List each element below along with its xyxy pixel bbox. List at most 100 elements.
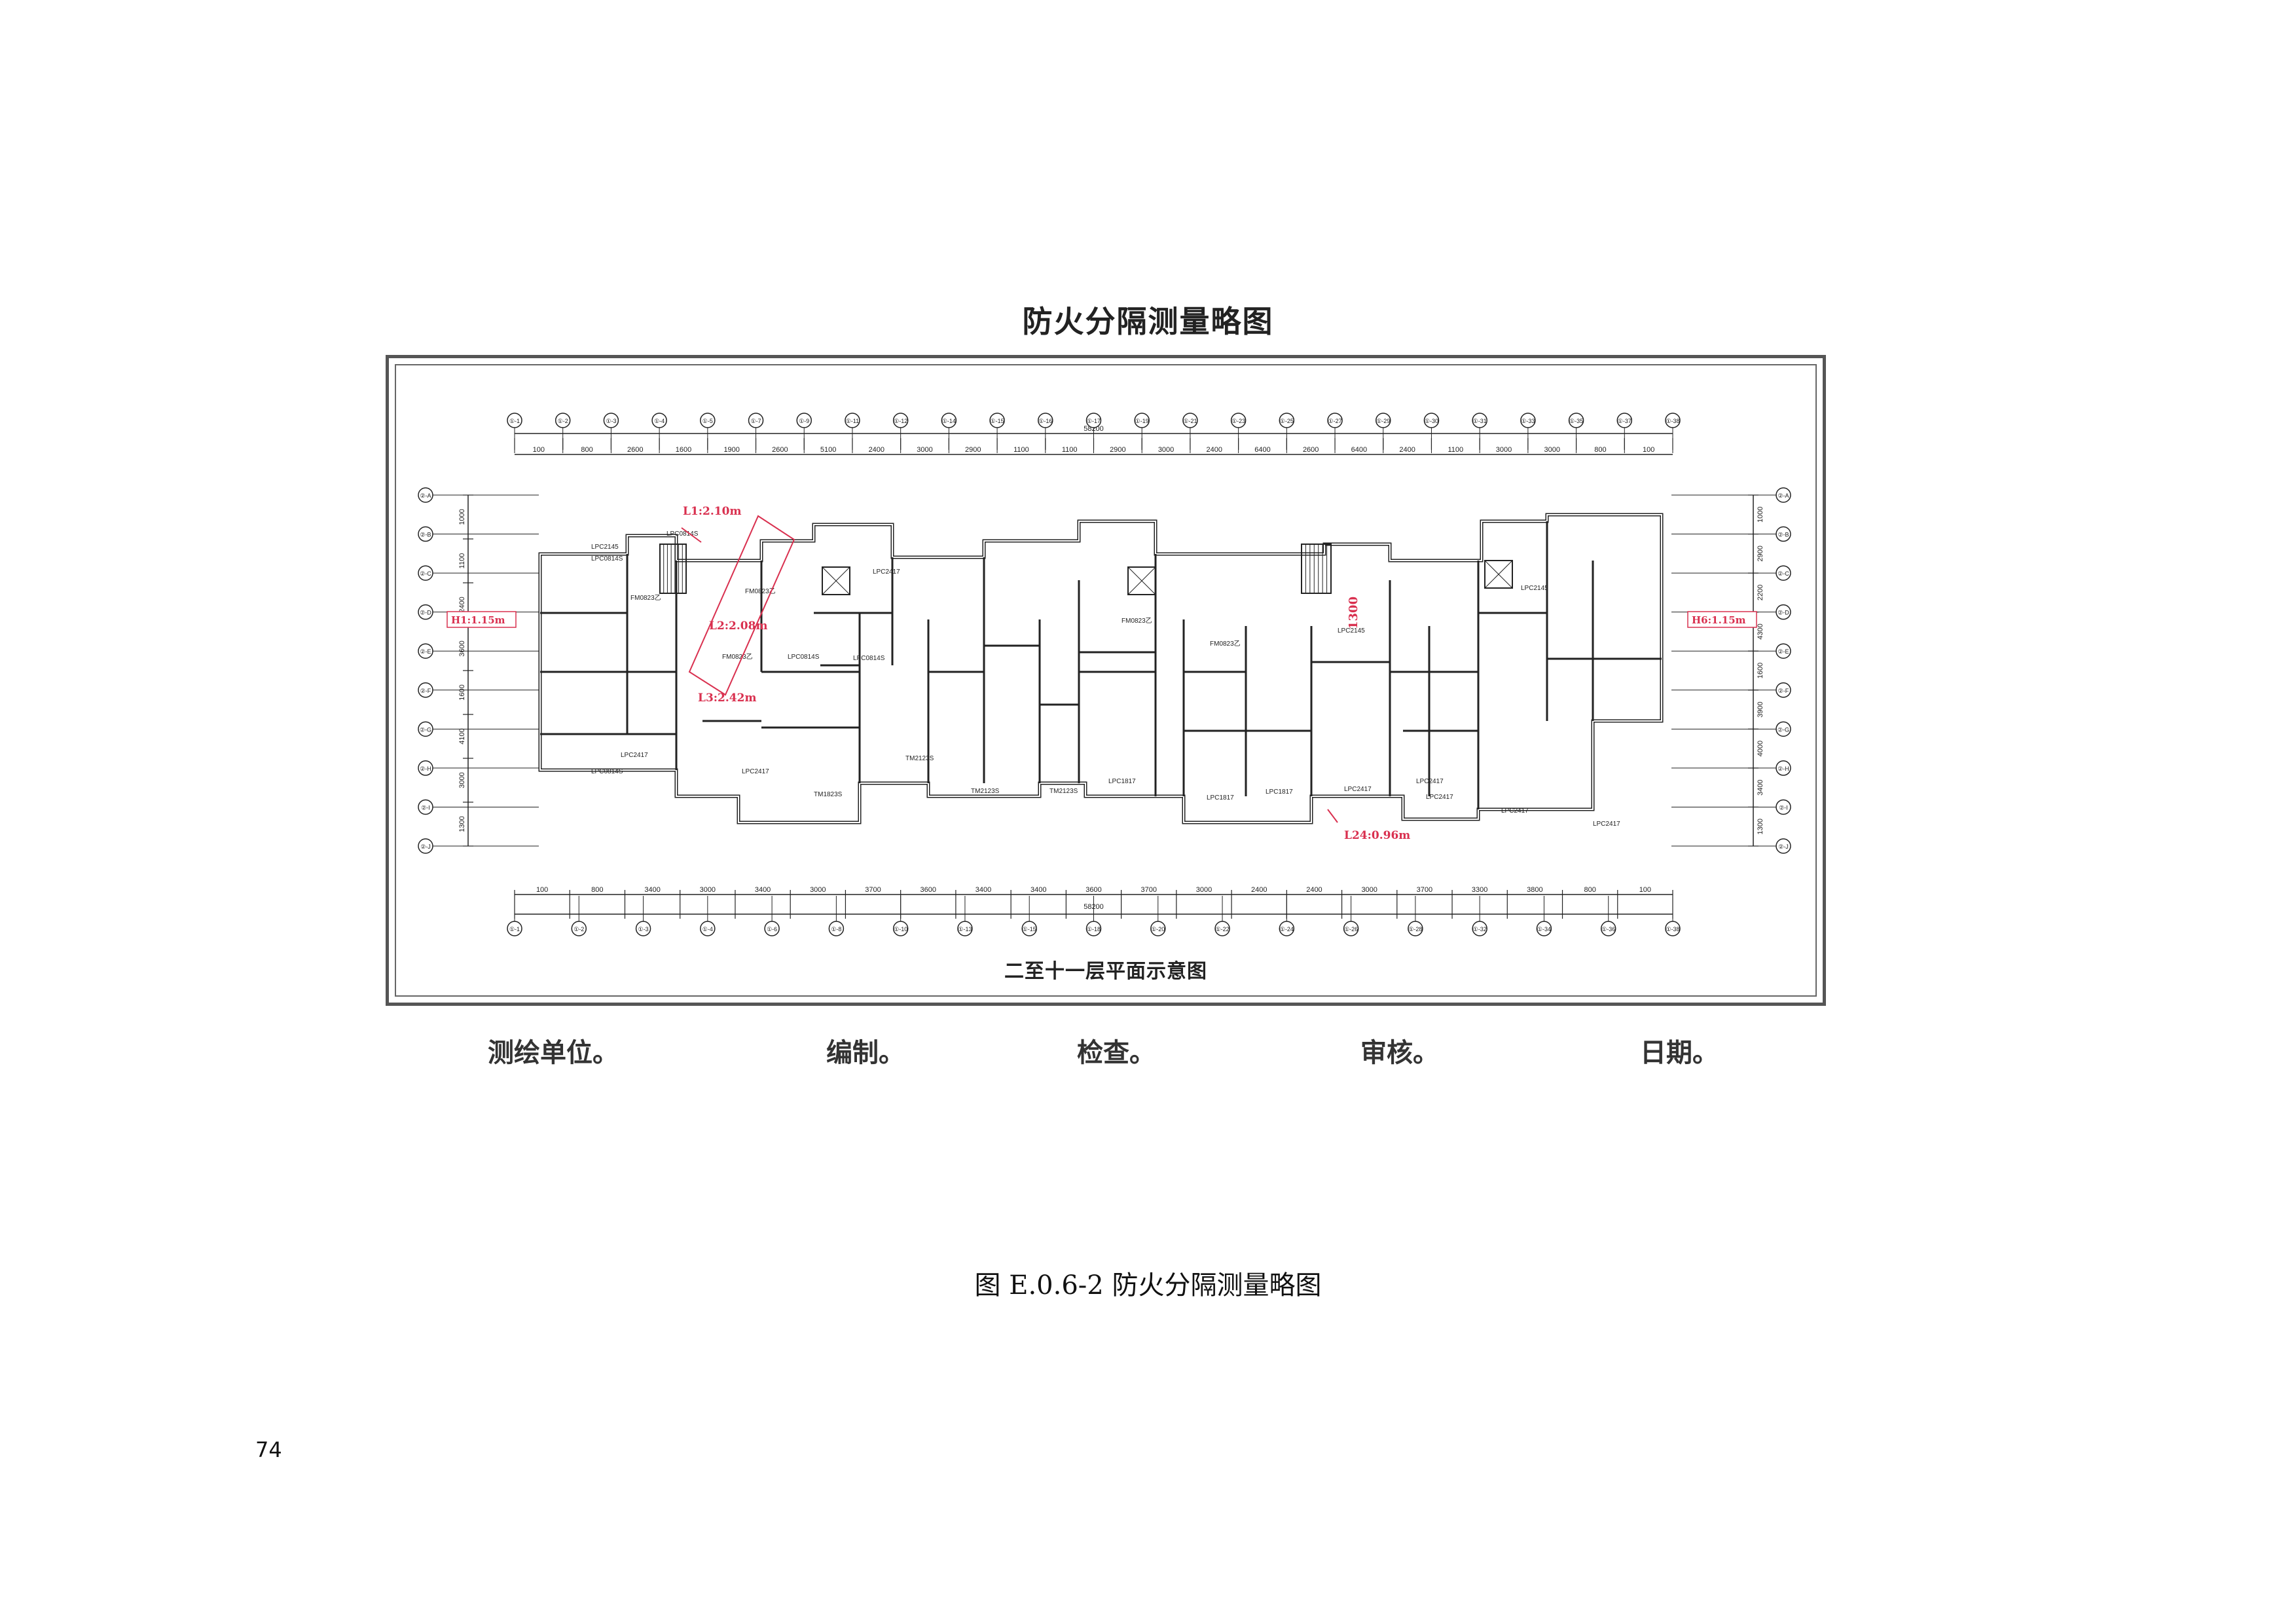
top-dimension-label: 3000 bbox=[1158, 446, 1174, 454]
top-dimension-label: 6400 bbox=[1351, 446, 1367, 454]
top-axis-label: ①-11 bbox=[846, 418, 859, 424]
room-label: FM0823乙 bbox=[630, 594, 661, 602]
bottom-axis-bubble bbox=[571, 921, 587, 936]
bottom-axis-label: ①-1 bbox=[509, 926, 520, 932]
top-axis-label: ①-9 bbox=[799, 418, 809, 424]
room-label: LPC1817 bbox=[1266, 788, 1293, 796]
right-dimension-axis-bubble bbox=[1776, 838, 1791, 854]
right-dimension-axis-bubble bbox=[1776, 565, 1791, 581]
room-label: LPC0814S bbox=[853, 655, 885, 662]
figure-caption: 图 E.0.6-2 防火分隔测量略图 bbox=[974, 1270, 1322, 1301]
room-label: LPC2417 bbox=[1344, 786, 1372, 793]
bottom-dimension-label: 3700 bbox=[1140, 886, 1156, 894]
mark-1300: 1300 bbox=[1347, 597, 1360, 629]
bottom-axis-bubble bbox=[828, 921, 845, 936]
bottom-axis-label: ①-38 bbox=[1666, 926, 1679, 932]
bottom-dimension-label: 3000 bbox=[700, 886, 716, 894]
elevator-shaft-2-cross bbox=[1127, 566, 1156, 595]
top-axis-bubble bbox=[1279, 413, 1295, 428]
right-dimension-axis-label: ②-A bbox=[1777, 492, 1789, 499]
bottom-axis-label: ①-22 bbox=[1216, 926, 1230, 932]
room-label: LPC1817 bbox=[1108, 778, 1136, 785]
h6-box bbox=[1687, 611, 1757, 628]
top-axis-bubble bbox=[1665, 413, 1681, 428]
left-dimension-axis-bubble bbox=[418, 604, 433, 620]
top-dimension-label: 5100 bbox=[820, 446, 836, 454]
top-axis-bubble bbox=[651, 413, 667, 428]
bottom-axis-bubble bbox=[957, 921, 973, 936]
right-dimension-axis-bubble bbox=[1776, 799, 1791, 815]
top-dimension-label: 800 bbox=[581, 446, 592, 454]
top-axis-label: ①-19 bbox=[1135, 418, 1149, 424]
room-label: TM2123S bbox=[1049, 788, 1078, 795]
right-dimension-label: 2200 bbox=[1757, 585, 1764, 600]
top-dimension-label: 1100 bbox=[1013, 446, 1029, 454]
bottom-dimension-label: 3000 bbox=[1361, 886, 1377, 894]
left-dimension-axis-label: ②-G bbox=[420, 726, 431, 733]
top-axis-bubble bbox=[1038, 413, 1053, 428]
room-label: LPC2145 bbox=[1338, 627, 1365, 635]
right-dimension-axis-label: ②-J bbox=[1778, 843, 1789, 850]
checked-by-label: 检查。 bbox=[1077, 1038, 1156, 1068]
top-axis-bubble bbox=[1568, 413, 1584, 428]
room-label: LPC2417 bbox=[1416, 778, 1444, 785]
top-axis-label: ①-14 bbox=[942, 418, 956, 424]
left-dimension-axis-label: ②-D bbox=[420, 610, 431, 616]
room-label: LPC2145 bbox=[1521, 585, 1548, 592]
elevator-shaft-3-cross bbox=[1484, 560, 1513, 589]
survey-unit-label: 测绘单位。 bbox=[488, 1038, 619, 1068]
bottom-axis-label: ①-28 bbox=[1408, 926, 1422, 932]
top-dimension-label: 1900 bbox=[723, 446, 739, 454]
bottom-axis-bubble bbox=[764, 921, 780, 936]
room-label: FM0823乙 bbox=[1210, 640, 1241, 648]
stair-left bbox=[659, 544, 687, 594]
top-axis-label: ①-3 bbox=[606, 418, 616, 424]
room-label: TM2123S bbox=[905, 755, 934, 762]
top-axis-label: ①-23 bbox=[1231, 418, 1245, 424]
top-axis-label: ①-7 bbox=[751, 418, 761, 424]
top-axis-label: ①-35 bbox=[1569, 418, 1583, 424]
top-dimension-label: 1600 bbox=[676, 446, 691, 454]
room-label: FM0823乙 bbox=[722, 653, 753, 661]
bottom-axis-bubble bbox=[1665, 921, 1681, 936]
drawing-frame-inner bbox=[395, 364, 1817, 997]
right-dimension-axis-label: ②-B bbox=[1777, 532, 1789, 538]
top-axis-bubble bbox=[1376, 413, 1391, 428]
top-dimension-label: 100 bbox=[1643, 446, 1654, 454]
room-label: LPC2417 bbox=[742, 768, 769, 775]
bottom-axis-label: ①-8 bbox=[831, 926, 841, 932]
l24-leader bbox=[1327, 809, 1338, 823]
top-axis-label: ①-21 bbox=[1183, 418, 1197, 424]
bottom-axis-label: ①-2 bbox=[574, 926, 584, 932]
right-dimension-axis-bubble bbox=[1776, 721, 1791, 737]
bottom-axis-label: ①-32 bbox=[1473, 926, 1487, 932]
room-labels: LPC2145LPC0814SLPC0814SFM0823乙FM0823乙FM0… bbox=[591, 530, 1620, 828]
right-dimension-label: 1300 bbox=[1757, 819, 1764, 834]
right-dimension-label: 3900 bbox=[1757, 701, 1764, 717]
bottom-dimension-label: 800 bbox=[1584, 886, 1595, 894]
bottom-axis-bubble bbox=[507, 921, 522, 936]
bottom-axis-label: ①-13 bbox=[958, 926, 972, 932]
bottom-axis-label: ①-24 bbox=[1280, 926, 1294, 932]
top-dimension-label: 2400 bbox=[1399, 446, 1415, 454]
bottom-axis-label: ①-34 bbox=[1537, 926, 1551, 932]
l3-measurement: L3:2.42m bbox=[698, 692, 756, 705]
top-axis-bubble bbox=[1327, 413, 1343, 428]
page-number: 74 bbox=[255, 1437, 282, 1462]
room-label: LPC2145 bbox=[591, 544, 619, 551]
bottom-axis-label: ①-20 bbox=[1151, 926, 1165, 932]
top-axis-label: ①-33 bbox=[1521, 418, 1535, 424]
bottom-dimension-label: 3400 bbox=[644, 886, 660, 894]
right-dimension-axis-bubble bbox=[1776, 487, 1791, 503]
right-dimension-axis-bubble bbox=[1776, 760, 1791, 776]
bottom-dimension-label: 2400 bbox=[1251, 886, 1267, 894]
left-dimension-axis-label: ②-C bbox=[420, 570, 431, 577]
room-label: LPC2417 bbox=[1426, 794, 1453, 801]
bottom-dimension-label: 3700 bbox=[1417, 886, 1432, 894]
top-dimension-label: 3000 bbox=[917, 446, 932, 454]
room-label: LPC0814S bbox=[666, 530, 699, 538]
bottom-dimension-label: 3600 bbox=[1085, 886, 1101, 894]
right-dimension-axis-bubble bbox=[1776, 604, 1791, 620]
top-dimension-label: 800 bbox=[1594, 446, 1606, 454]
right-dimension-label: 1600 bbox=[1757, 663, 1764, 678]
